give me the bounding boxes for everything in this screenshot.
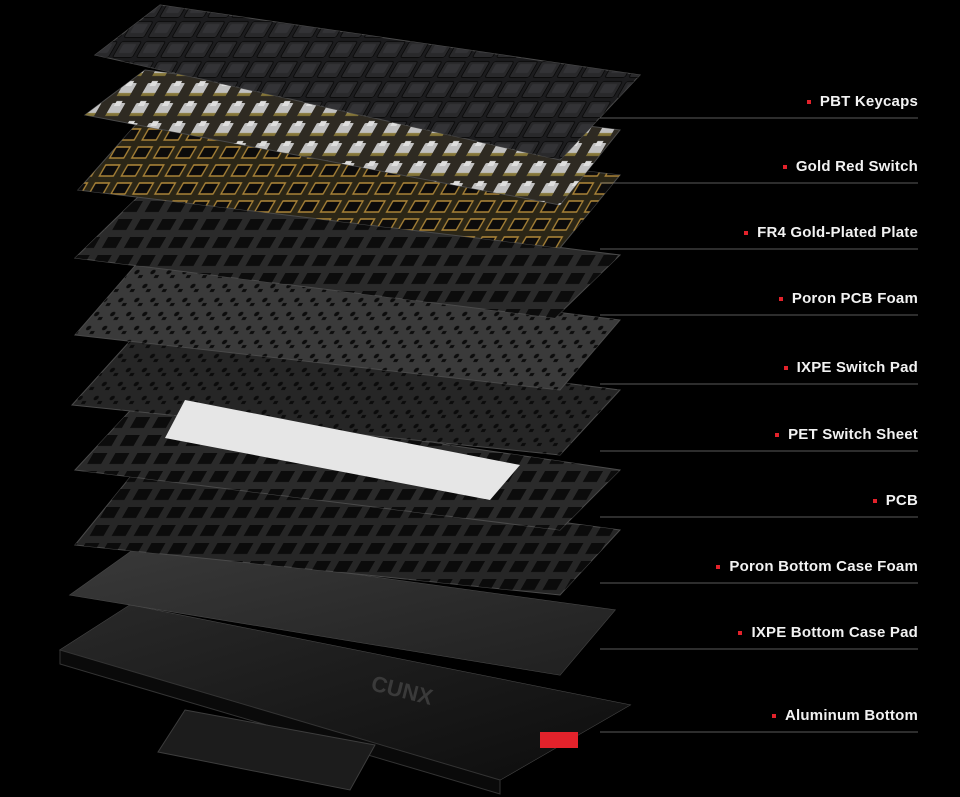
layer-label: IXPE Bottom Case Pad [751, 624, 918, 641]
pet-sheet-white [165, 400, 520, 500]
layer-callout: Poron Bottom Case Foam [716, 558, 918, 575]
layer-label: Gold Red Switch [795, 158, 918, 175]
bullet-icon [872, 498, 877, 503]
layer-callout: IXPE Switch Pad [783, 359, 918, 376]
layer-callout: Aluminum Bottom [772, 707, 918, 724]
bullet-icon [716, 564, 721, 569]
bullet-icon [738, 630, 743, 635]
layer-label: PET Switch Sheet [788, 426, 918, 443]
layer-label: PBT Keycaps [819, 93, 918, 110]
layer-texture-2 [78, 120, 620, 248]
layer-callout: Poron PCB Foam [778, 290, 918, 307]
layer-texture-1 [85, 70, 620, 205]
bullet-icon [782, 164, 787, 169]
layer-callout: FR4 Gold-Plated Plate [744, 224, 918, 241]
bullet-icon [772, 713, 777, 718]
layer-label: Poron Bottom Case Foam [729, 558, 918, 575]
layer-texture-8 [70, 545, 615, 675]
layer-callout: PCB [872, 492, 918, 509]
bullet-icon [783, 365, 788, 370]
usb-port-accent [540, 732, 578, 748]
layer-label: Aluminum Bottom [785, 707, 918, 724]
layer-callout: PET Switch Sheet [775, 426, 918, 443]
layer-label: PCB [885, 492, 918, 509]
layer-texture-3 [75, 195, 620, 318]
bullet-icon [806, 99, 811, 104]
layer-callout: IXPE Bottom Case Pad [738, 624, 918, 641]
bullet-icon [778, 296, 783, 301]
layer-label: Poron PCB Foam [791, 290, 918, 307]
layer-callout: PBT Keycaps [806, 93, 918, 110]
bullet-icon [744, 230, 749, 235]
layer-label: IXPE Switch Pad [796, 359, 918, 376]
layer-texture-7 [75, 465, 620, 595]
layer-texture-0 [95, 5, 640, 160]
layer-texture-5 [72, 330, 620, 455]
layer-texture-9 [60, 605, 630, 780]
bullet-icon [775, 432, 780, 437]
bottom-weight-plate [157, 709, 376, 791]
layer-label: FR4 Gold-Plated Plate [757, 224, 918, 241]
case-edge [59, 649, 501, 795]
layer-callout: Gold Red Switch [782, 158, 918, 175]
layer-texture-4 [75, 260, 620, 390]
